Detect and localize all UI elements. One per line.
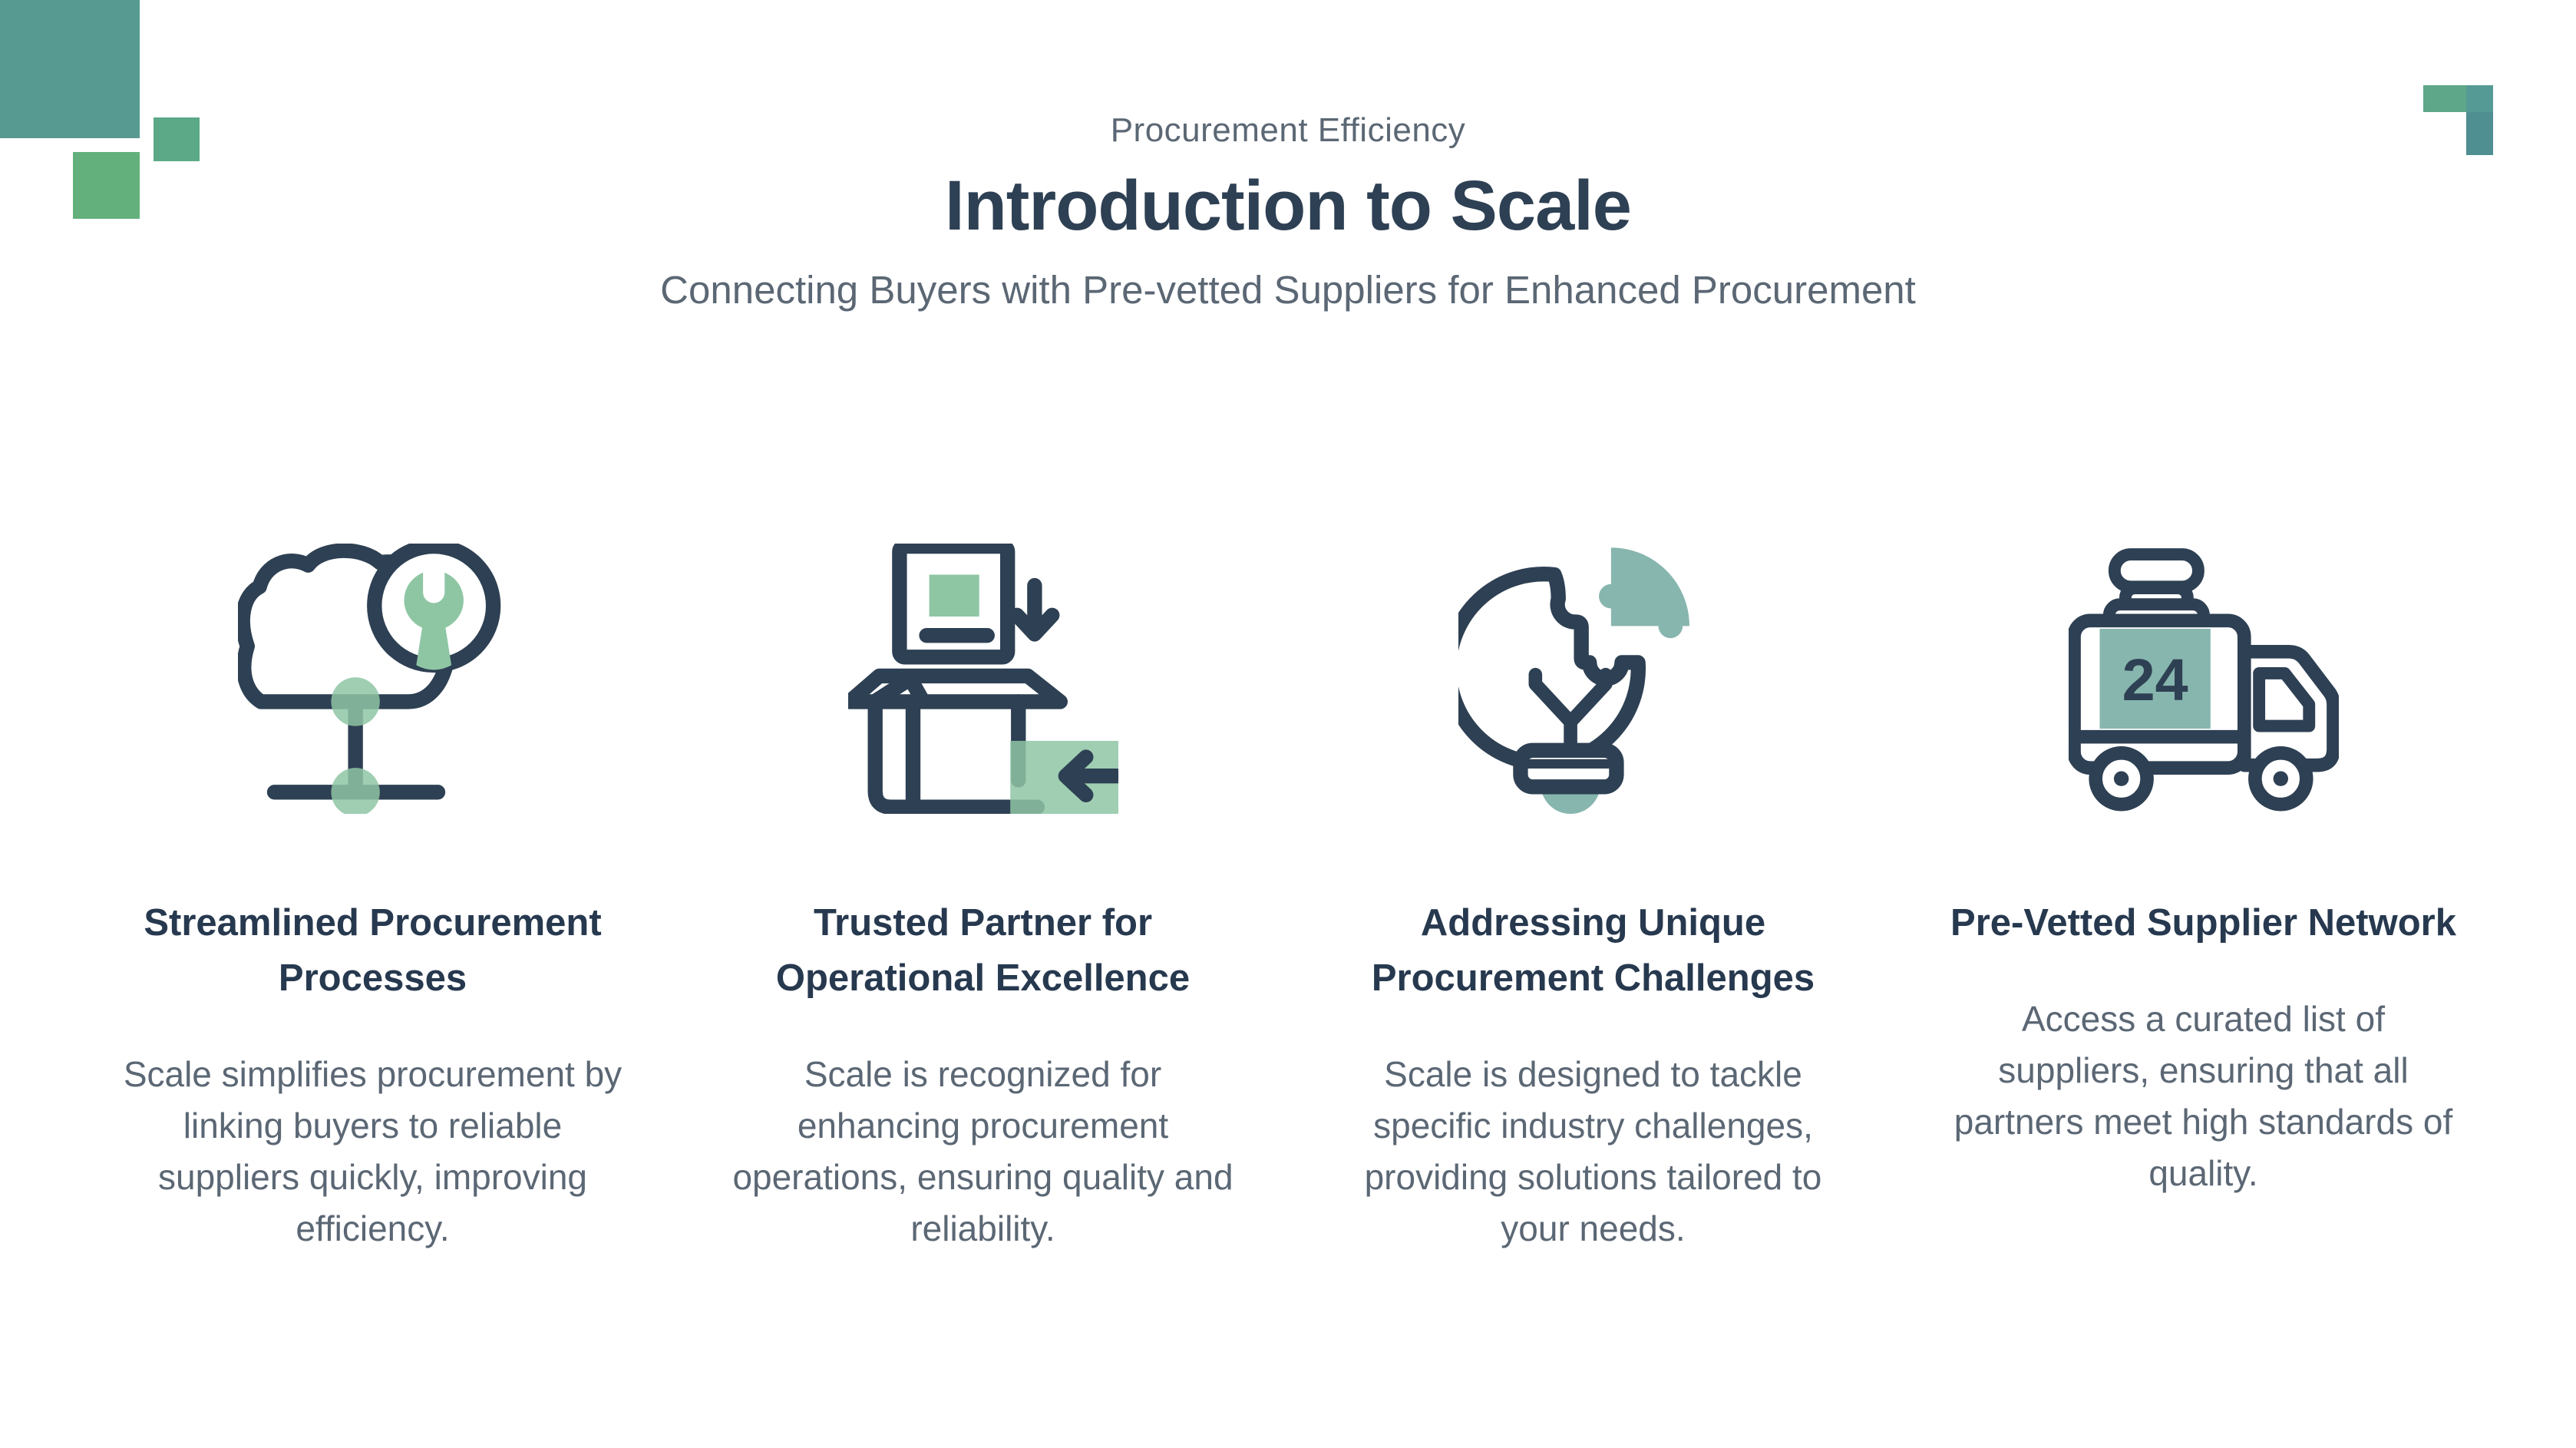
slide-header: Procurement Efficiency Introduction to S… (0, 0, 2576, 313)
feature-description: Access a curated list of suppliers, ensu… (1953, 999, 2453, 1193)
corner-square-decoration (154, 117, 200, 161)
feature-supplier-network: 24 Pre-Vetted Supplier Network Access a … (1931, 537, 2476, 1255)
corner-square-decoration (2466, 112, 2493, 155)
corner-square-decoration (0, 0, 140, 138)
feature-description: Scale simplifies procurement by linking … (123, 1054, 623, 1248)
feature-description: Scale is designed to tackle specific ind… (1364, 1054, 1822, 1248)
feature-streamlined-processes: Streamlined Procurement Processes Scale … (101, 537, 646, 1255)
corner-square-decoration (73, 152, 140, 219)
delivery-truck-24-icon: 24 (2068, 537, 2339, 814)
corner-square-decoration (2466, 85, 2493, 112)
feature-title: Trusted Partner for Operational Excellen… (775, 902, 1191, 999)
page-subtitle: Connecting Buyers with Pre-vetted Suppli… (660, 267, 1916, 312)
feature-title: Pre-Vetted Supplier Network (1950, 902, 2456, 944)
lightbulb-puzzle-icon (1458, 537, 1729, 814)
feature-title: Streamlined Procurement Processes (144, 902, 602, 999)
feature-columns: Streamlined Procurement Processes Scale … (0, 537, 2576, 1255)
page-title: Introduction to Scale (945, 167, 1632, 246)
feature-trusted-partner: Trusted Partner for Operational Excellen… (711, 537, 1256, 1255)
box-document-arrows-icon (847, 537, 1118, 814)
cloud-network-wrench-icon (237, 537, 508, 814)
feature-unique-challenges: Addressing Unique Procurement Challenges… (1321, 537, 1866, 1255)
feature-description: Scale is recognized for enhancing procur… (732, 1054, 1234, 1248)
truck-24-badge: 24 (2122, 647, 2188, 713)
eyebrow-label: Procurement Efficiency (1110, 111, 1466, 149)
feature-title: Addressing Unique Procurement Challenges (1371, 902, 1815, 999)
